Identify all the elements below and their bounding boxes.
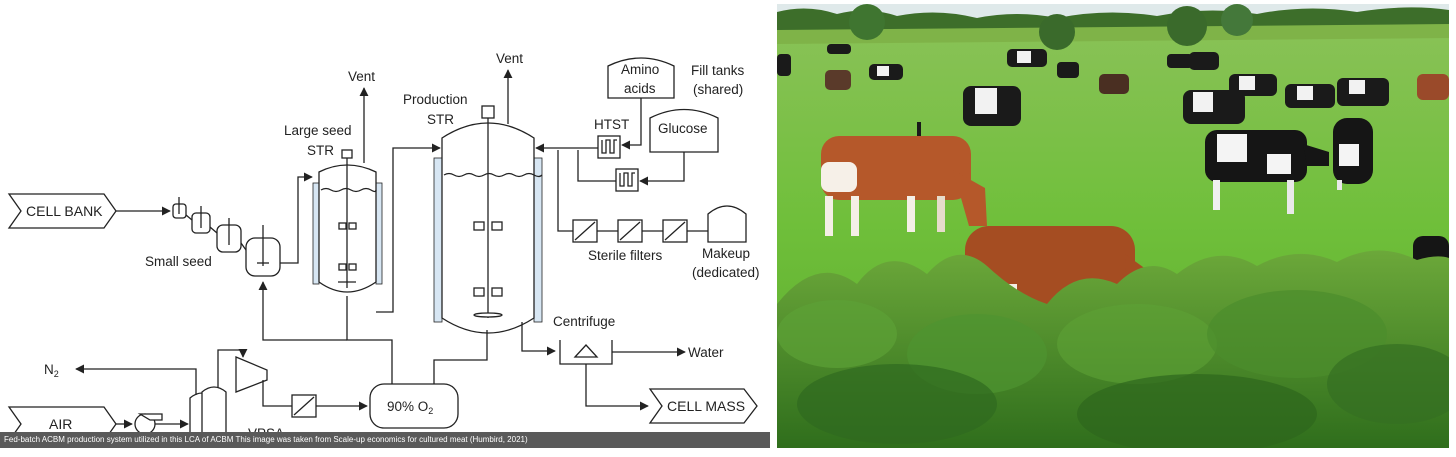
- htst-exchanger: [597, 135, 621, 159]
- vent-label-1: Vent: [348, 69, 375, 84]
- makeup-label-1: Makeup: [702, 246, 750, 261]
- production-label-2: STR: [427, 112, 454, 127]
- oxygen-filter: [291, 394, 317, 418]
- glucose-label: Glucose: [658, 121, 708, 136]
- amino-acids-tank: Amino acids: [607, 57, 675, 99]
- oxygen-tank: 90% O2: [369, 383, 459, 429]
- cell-mass-box: CELL MASS: [648, 388, 758, 424]
- large-seed-label-1: Large seed: [284, 123, 352, 138]
- sterile-filters-label: Sterile filters: [588, 248, 663, 263]
- air-label: AIR: [49, 416, 72, 432]
- vpsa-columns: [189, 386, 227, 441]
- htst-label: HTST: [594, 117, 629, 132]
- amino-label-2: acids: [624, 81, 656, 96]
- production-str-vessel: [433, 105, 543, 334]
- heat-exchanger-2: [615, 168, 639, 192]
- oxygen-label: 90% O2: [387, 399, 433, 416]
- makeup-tank: [707, 205, 747, 243]
- photo-canvas: [777, 4, 1449, 448]
- large-seed-str-vessel: [312, 149, 383, 293]
- large-seed-label-2: STR: [307, 143, 334, 158]
- makeup-label-2: (dedicated): [692, 265, 760, 280]
- holstein-cow-far-right: [1333, 118, 1373, 190]
- water-label: Water: [688, 345, 724, 360]
- distant-cows: [777, 44, 1449, 136]
- cell-bank-label: CELL BANK: [26, 203, 103, 219]
- process-flow-diagram: CELL BANK Small seed Large seed STR V: [0, 51, 770, 448]
- centrifuge: [559, 340, 613, 365]
- diagram-canvas: CELL BANK Small seed Large seed STR V: [7, 51, 760, 442]
- centrifuge-label: Centrifuge: [553, 314, 615, 329]
- sterile-filters: [572, 219, 688, 243]
- amino-label-1: Amino: [621, 62, 659, 77]
- holstein-cow-right: [1205, 130, 1329, 214]
- cell-mass-label: CELL MASS: [667, 398, 745, 414]
- cell-bank-box: CELL BANK: [7, 193, 117, 229]
- fill-tanks-label-1: Fill tanks: [691, 63, 745, 78]
- diagram-caption: Fed-batch ACBM production system utilize…: [0, 432, 770, 448]
- production-label-1: Production: [403, 92, 468, 107]
- vpsa-compressor: [235, 356, 268, 393]
- fill-tanks-label-2: (shared): [693, 82, 743, 97]
- foreground-hedge: [777, 250, 1449, 448]
- glucose-tank: Glucose: [649, 108, 719, 153]
- small-seed-label: Small seed: [145, 254, 212, 269]
- vent-label-2: Vent: [496, 51, 523, 66]
- small-seed-vessels: [172, 197, 281, 277]
- cows-pasture-photo: [777, 4, 1449, 448]
- n2-label: N2: [44, 362, 59, 379]
- brown-cow-left: [821, 136, 987, 236]
